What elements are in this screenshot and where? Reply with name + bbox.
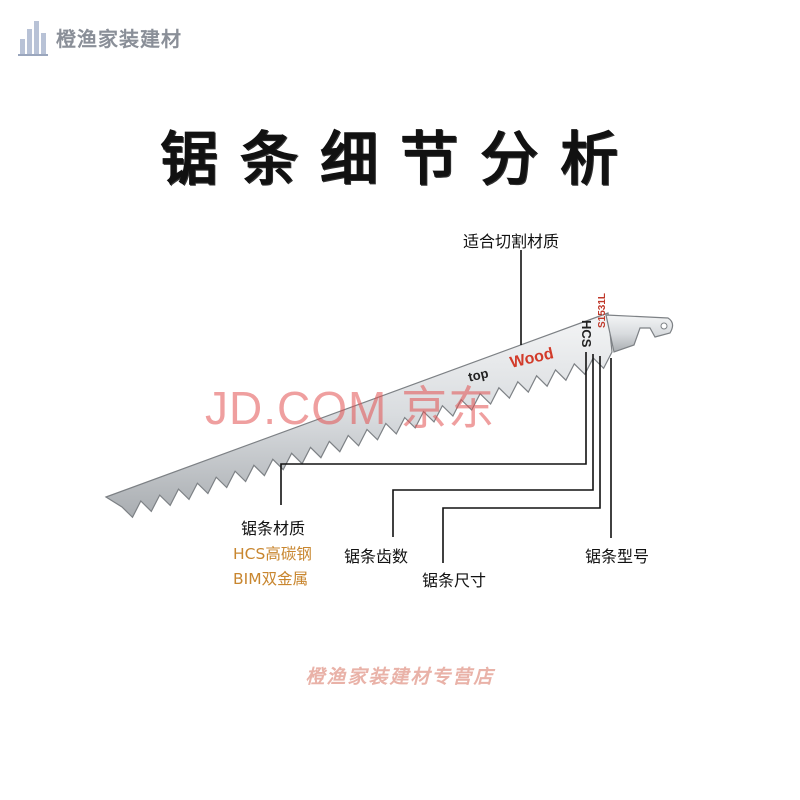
leader-blade-material bbox=[280, 352, 587, 505]
footer-store-name: 橙渔家装建材专营店 bbox=[305, 666, 495, 688]
label-blade-size: 锯条尺寸 bbox=[422, 571, 487, 590]
label-cutting-material: 适合切割材质 bbox=[463, 232, 560, 251]
label-model-number: 锯条型号 bbox=[585, 547, 650, 566]
blade-material-code: HCS bbox=[579, 320, 594, 348]
blade-code: S1531L bbox=[597, 293, 608, 328]
leader-tooth-count bbox=[392, 354, 594, 537]
jd-watermark: JD.COM 京东 bbox=[205, 382, 496, 434]
label-material-bim: BIM双金属 bbox=[233, 570, 309, 588]
shank-hole bbox=[660, 322, 668, 330]
brand-name: 橙渔家装建材 bbox=[56, 26, 182, 51]
label-tooth-count: 锯条齿数 bbox=[344, 547, 409, 566]
page-title: 锯条细节分析 bbox=[159, 125, 640, 193]
saw-blade bbox=[104, 312, 613, 519]
blade-logo-prefix: top bbox=[467, 365, 490, 384]
label-blade-material: 锯条材质 bbox=[241, 519, 306, 538]
building-bars-icon bbox=[18, 21, 48, 56]
leader-blade-size bbox=[442, 356, 601, 563]
brand-header: 橙渔家装建材 bbox=[18, 14, 182, 60]
blade-shank bbox=[605, 314, 674, 353]
label-material-hcs: HCS高碳钢 bbox=[233, 545, 312, 563]
